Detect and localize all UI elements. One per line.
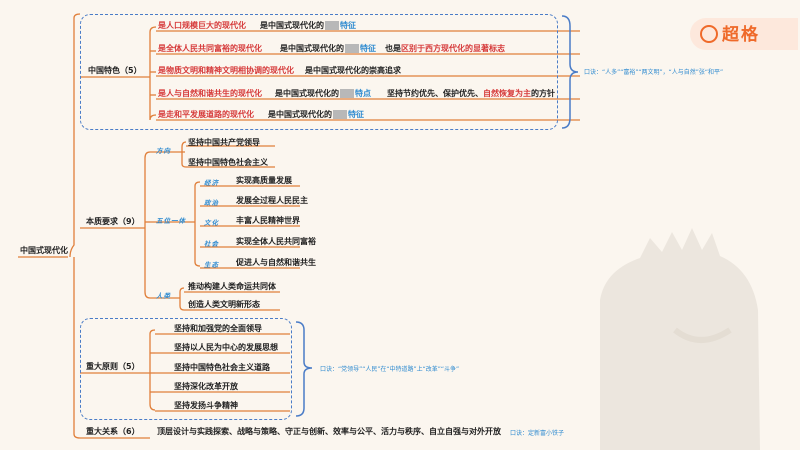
characteristic-desc: 是中国式现代化的特征 bbox=[260, 21, 356, 30]
masked-word bbox=[325, 21, 339, 30]
requirements-title: 本质要求（9） bbox=[86, 217, 140, 226]
characteristic-desc: 是中国式现代化的特征 bbox=[268, 110, 364, 119]
five-sub-tag: 社会 bbox=[204, 240, 219, 248]
five-sub-tag: 经济 bbox=[204, 179, 219, 187]
brand-logo-icon bbox=[700, 25, 718, 43]
direction-item: 坚持中国特色社会主义 bbox=[188, 158, 268, 167]
principle-item: 坚持和加强党的全面领导 bbox=[174, 324, 262, 333]
masked-word bbox=[345, 44, 359, 53]
masked-word bbox=[333, 110, 347, 119]
relations-mnemonic: 口诀：定新富小铁子 bbox=[510, 430, 565, 437]
characteristics-mnemonic: 口诀：“人多”“富裕”“两文明”，“人与自然”张“和平” bbox=[584, 69, 724, 76]
masked-word bbox=[340, 89, 354, 98]
principle-item: 坚持以人民为中心的发展思想 bbox=[174, 343, 278, 352]
principle-item: 坚持深化改革开放 bbox=[174, 382, 238, 391]
characteristics-title: 中国特色（5） bbox=[88, 66, 142, 75]
characteristic-extra: 也是区别于西方现代化的显著标志 bbox=[385, 44, 505, 53]
characteristic-label: 是物质文明和精神文明相协调的现代化 bbox=[158, 66, 294, 75]
characteristic-label: 是全体人民共同富裕的现代化 bbox=[158, 44, 262, 53]
principles-dashed-box bbox=[80, 318, 292, 420]
characteristic-label: 是人口规模巨大的现代化 bbox=[158, 21, 246, 30]
human-item: 创造人类文明新形态 bbox=[188, 300, 260, 309]
five-item: 实现全体人民共同富裕 bbox=[236, 237, 316, 246]
characteristics-dashed-box bbox=[80, 14, 558, 130]
characteristic-desc: 是中国式现代化的特征 bbox=[280, 44, 376, 53]
characteristic-extra: 坚持节约优先、保护优先、自然恢复为主的方针 bbox=[387, 89, 555, 98]
principle-item: 坚持发扬斗争精神 bbox=[174, 401, 238, 410]
five-item: 促进人与自然和谐共生 bbox=[236, 258, 316, 267]
five-sub-tag: 文化 bbox=[204, 219, 219, 227]
five-sub-tag: 生态 bbox=[204, 261, 219, 269]
principle-item: 坚持中国特色社会主义道路 bbox=[174, 363, 270, 372]
principles-title: 重大原则（5） bbox=[86, 362, 140, 371]
principles-mnemonic: 口诀：“党领导”“人民”在“中特道路”上“改革”“斗争” bbox=[320, 366, 460, 373]
human-item: 推动构建人类命运共同体 bbox=[188, 282, 276, 291]
five-item: 实现高质量发展 bbox=[236, 176, 292, 185]
direction-tag: 方向 bbox=[156, 147, 171, 155]
characteristic-desc: 是中国式现代化的特点 bbox=[275, 89, 371, 98]
root-node: 中国式现代化 bbox=[20, 246, 68, 255]
human-tag: 人类 bbox=[156, 292, 171, 300]
five-item: 丰富人民精神世界 bbox=[236, 216, 300, 225]
characteristic-label: 是人与自然和谐共生的现代化 bbox=[158, 89, 262, 98]
five-tag: 五位一体 bbox=[156, 217, 186, 225]
characteristic-label: 是走和平发展道路的现代化 bbox=[158, 110, 254, 119]
characteristic-desc: 是中国式现代化的崇高追求 bbox=[305, 66, 401, 75]
relations-title: 重大关系（6） bbox=[86, 427, 140, 436]
relations-text: 顶层设计与实践探索、战略与策略、守正与创新、效率与公平、活力与秩序、自立自强与对… bbox=[157, 427, 501, 436]
five-item: 发展全过程人民民主 bbox=[236, 196, 308, 205]
five-sub-tag: 政治 bbox=[204, 199, 219, 207]
brand-name: 超格 bbox=[722, 25, 760, 45]
direction-item: 坚持中国共产党领导 bbox=[188, 138, 260, 147]
